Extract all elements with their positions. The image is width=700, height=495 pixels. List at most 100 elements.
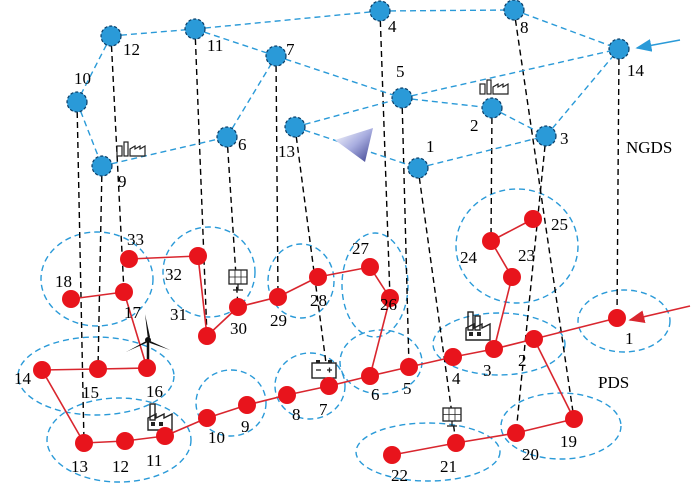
power-node-1 [608, 309, 626, 327]
gas-node-13 [284, 116, 306, 138]
power-node-label-32: 32 [165, 265, 182, 284]
coupling-gas13-bus7 [294, 126, 330, 387]
gas-pipe-5-2 [401, 97, 493, 109]
power-node-label-24: 24 [460, 248, 478, 267]
power-node-4 [444, 348, 462, 366]
gas-node-7 [265, 45, 287, 67]
zone-23-24-25 [455, 188, 579, 304]
gas-node-1 [407, 157, 429, 179]
coupling-gas2-bus24 [490, 107, 493, 242]
power-line-16-17 [123, 291, 148, 369]
power-node-label-18: 18 [55, 272, 72, 291]
power-node-5 [400, 358, 418, 376]
gas-pipe-7-5 [275, 55, 403, 99]
power-node-28 [309, 268, 327, 286]
power-node-label-4: 4 [452, 369, 461, 388]
zone-11-12-13 [46, 397, 192, 483]
power-node-8 [278, 386, 296, 404]
zone-17-18-33 [40, 231, 154, 327]
power-node-31 [198, 327, 216, 345]
power-node-21 [447, 434, 465, 452]
coupling-gas9-bus15 [97, 165, 103, 370]
zone-9-10 [195, 369, 267, 437]
power-node-label-14: 14 [14, 369, 32, 388]
power-node-label-19: 19 [560, 432, 577, 451]
power-node-3 [485, 340, 503, 358]
power-node-25 [524, 210, 542, 228]
power-node-29 [269, 288, 287, 306]
power-node-label-1: 1 [625, 329, 634, 348]
factory-icon [116, 141, 146, 157]
power-node-label-5: 5 [403, 379, 412, 398]
power-line-1-2 [533, 317, 618, 340]
coupling-gas7-bus29 [275, 55, 279, 298]
power-line-6-26 [369, 297, 391, 377]
gas-node-label-7: 7 [286, 40, 295, 59]
power-node-label-6: 6 [371, 385, 380, 404]
power-node-18 [62, 290, 80, 308]
power-node-10 [198, 409, 216, 427]
coupling-gas10-bus13 [76, 101, 85, 444]
coupling-links [76, 9, 620, 444]
solar-panel-icon [228, 269, 248, 291]
power-line-14-15 [41, 368, 99, 371]
power-node-label-16: 16 [146, 382, 163, 401]
gas-node-label-9: 9 [118, 172, 127, 191]
gas-pipe-11-7 [194, 28, 277, 57]
power-node-label-23: 23 [518, 246, 535, 265]
coupling-gas5-bus5 [401, 97, 410, 368]
power-node-12 [116, 432, 134, 450]
gas-node-label-1: 1 [426, 137, 435, 156]
power-line-3-23 [493, 276, 513, 350]
zone-2-3-4 [432, 312, 566, 376]
power-supply-arrow [628, 305, 691, 323]
power-node-15 [89, 360, 107, 378]
power-node-27 [361, 258, 379, 276]
gas-node-label-14: 14 [627, 61, 645, 80]
power-node-label-11: 11 [146, 451, 162, 470]
gas-node-3 [535, 125, 557, 147]
power-node-30 [229, 298, 247, 316]
gas-node-14 [608, 38, 630, 60]
pds-label: PDS [598, 373, 629, 392]
power-node-label-15: 15 [82, 383, 99, 402]
gas-node-4 [369, 0, 391, 22]
ngds-label: NGDS [626, 138, 672, 157]
coupling-gas12-bus17 [110, 35, 125, 293]
coupling-gas11-bus31 [194, 28, 208, 337]
power-node-24 [482, 232, 500, 250]
gas-node-6 [216, 126, 238, 148]
power-node-2 [525, 330, 543, 348]
battery-icon [311, 360, 337, 379]
power-node-6 [361, 367, 379, 385]
gas-node-label-13: 13 [278, 142, 295, 161]
power-node-label-7: 7 [319, 400, 328, 419]
gas-pipe-12-11 [110, 28, 196, 37]
power-node-14 [33, 361, 51, 379]
node-labels: 1234567891011121314123456789101112131415… [14, 17, 645, 485]
gas-node-label-12: 12 [123, 40, 140, 59]
power-node-label-21: 21 [440, 457, 457, 476]
power-node-11 [156, 427, 174, 445]
power-node-label-2: 2 [518, 351, 527, 370]
solar-panel-icon [442, 407, 462, 427]
power-node-label-30: 30 [230, 319, 247, 338]
gas-source-icon [335, 128, 373, 162]
factory-icon [147, 403, 173, 431]
power-node-label-8: 8 [292, 405, 301, 424]
power-node-32 [189, 247, 207, 265]
gas-node-label-3: 3 [560, 129, 569, 148]
power-node-7 [320, 377, 338, 395]
power-line-2-19 [533, 338, 575, 420]
gas-node-9 [91, 155, 113, 177]
gas-node-label-4: 4 [388, 17, 397, 36]
power-node-label-25: 25 [551, 215, 568, 234]
gas-pipe-4-8 [379, 9, 515, 12]
gas-node-12 [100, 25, 122, 47]
power-node-19 [565, 410, 583, 428]
power-line-13-14 [41, 369, 85, 444]
gas-supply-arrow [635, 39, 681, 52]
coupling-gas1-bus21 [417, 167, 457, 444]
coupling-gas14-bus1 [616, 48, 620, 319]
